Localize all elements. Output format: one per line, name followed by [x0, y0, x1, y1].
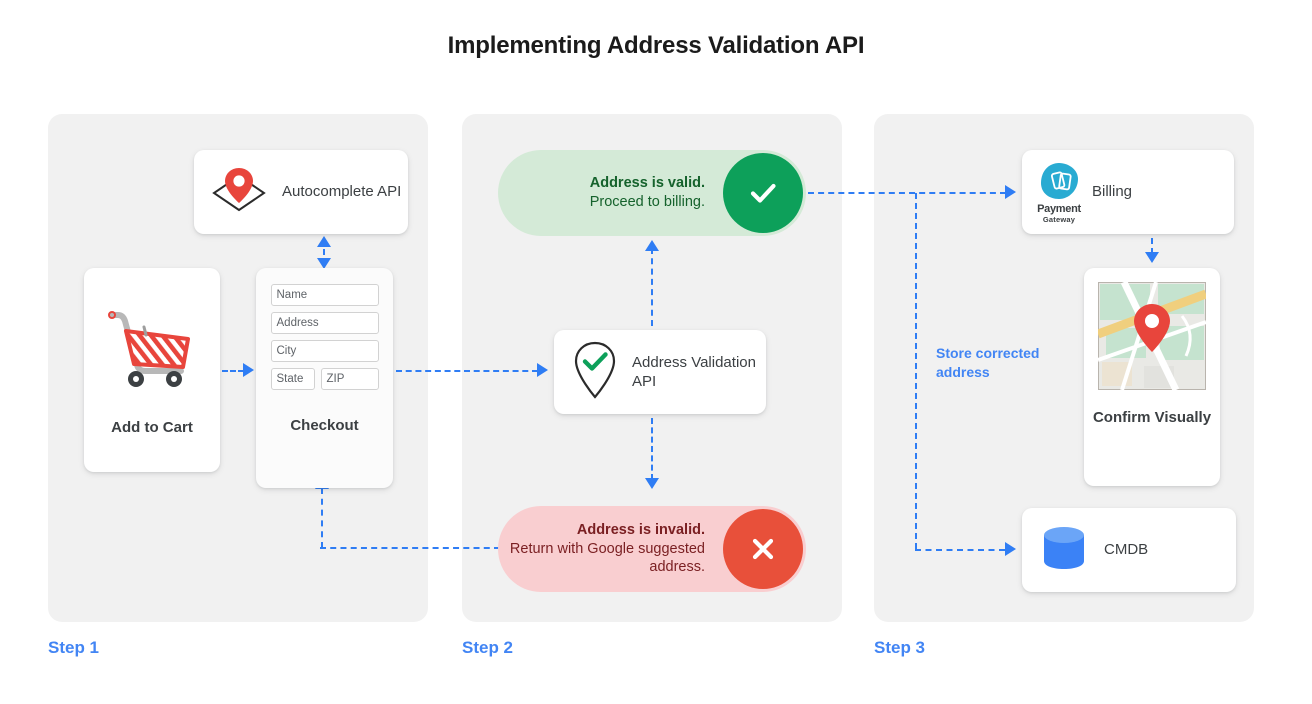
address-invalid-title: Address is invalid. [576, 522, 705, 539]
step-3-label: Step 3 [874, 638, 926, 657]
arrow-store-to-cmdb [1005, 542, 1016, 556]
address-invalid-text: Address is invalid. Return with Google s… [498, 521, 723, 577]
checkout-card[interactable]: Name Address City State ZIP Checkout [256, 268, 393, 488]
autocomplete-api-card[interactable]: Autocomplete API [194, 150, 408, 234]
address-validation-api-card[interactable]: Address Validation API [554, 330, 766, 414]
step-2-label: Step 2 [462, 638, 514, 657]
arrow-cart-to-checkout [243, 363, 254, 377]
connector-invalid-return-horizontal [320, 547, 500, 549]
connector-autocomplete-checkout [323, 240, 325, 264]
address-valid-pill: Address is valid. Proceed to billing. [498, 150, 806, 236]
payment-logo-secondary: Gateway [1042, 215, 1076, 224]
connector-validation-to-valid [651, 248, 653, 326]
confirm-visually-card[interactable]: Confirm Visually [1084, 268, 1220, 486]
zip-field[interactable]: ZIP [320, 368, 379, 390]
step-1-label: Step 1 [48, 638, 100, 657]
payment-logo-primary: Payment [1037, 203, 1081, 215]
arrow-down-to-checkout [317, 258, 331, 269]
close-icon [723, 509, 803, 589]
address-valid-text: Address is valid. Proceed to billing. [498, 174, 723, 211]
page-title: Implementing Address Validation API [447, 32, 865, 59]
address-valid-title: Address is valid. [589, 175, 705, 192]
connector-checkout-to-validation [396, 370, 538, 372]
check-icon [723, 153, 803, 233]
add-to-cart-label: Add to Cart [111, 418, 193, 436]
map-pin-check-icon [570, 339, 620, 406]
store-corrected-address-note: Store corrected address [936, 345, 1040, 381]
address-validation-api-label: Address Validation API [632, 353, 756, 391]
billing-label: Billing [1092, 183, 1133, 201]
connector-valid-to-billing [808, 192, 1006, 194]
connector-store-branch-horizontal [915, 549, 1005, 551]
shopping-cart-icon [100, 303, 204, 400]
connector-cart-to-checkout [222, 370, 244, 372]
cmdb-card[interactable]: CMDB [1022, 508, 1236, 592]
billing-card[interactable]: Payment Gateway Billing [1022, 150, 1234, 234]
arrow-billing-to-map [1145, 252, 1159, 263]
connector-invalid-return-vertical [321, 488, 323, 548]
connector-validation-to-invalid [651, 418, 653, 480]
arrow-checkout-to-validation [537, 363, 548, 377]
connector-billing-to-map [1151, 238, 1153, 254]
address-field[interactable]: Address [270, 312, 379, 334]
checkout-label: Checkout [290, 417, 359, 434]
arrow-up-to-autocomplete [317, 236, 331, 247]
name-field[interactable]: Name [270, 284, 379, 306]
state-field[interactable]: State [270, 368, 315, 390]
map-thumbnail-icon [1096, 280, 1208, 395]
add-to-cart-card[interactable]: Add to Cart [84, 268, 220, 472]
autocomplete-api-label: Autocomplete API [282, 183, 402, 201]
confirm-visually-label: Confirm Visually [1092, 409, 1212, 426]
payment-gateway-icon: Payment Gateway [1036, 160, 1082, 224]
cmdb-label: CMDB [1104, 541, 1149, 559]
database-icon [1038, 522, 1090, 579]
address-invalid-pill: Address is invalid. Return with Google s… [498, 506, 806, 592]
city-field[interactable]: City [270, 340, 379, 362]
connector-store-branch-vertical [915, 193, 917, 549]
address-invalid-subtitle: Return with Google suggested address. [509, 540, 705, 576]
arrow-validation-to-invalid [645, 478, 659, 489]
state-zip-row: State ZIP [270, 368, 379, 396]
arrow-validation-to-valid [645, 240, 659, 251]
arrow-valid-to-billing [1005, 185, 1016, 199]
map-pin-diamond-icon [208, 162, 270, 223]
address-valid-subtitle: Proceed to billing. [589, 194, 705, 210]
